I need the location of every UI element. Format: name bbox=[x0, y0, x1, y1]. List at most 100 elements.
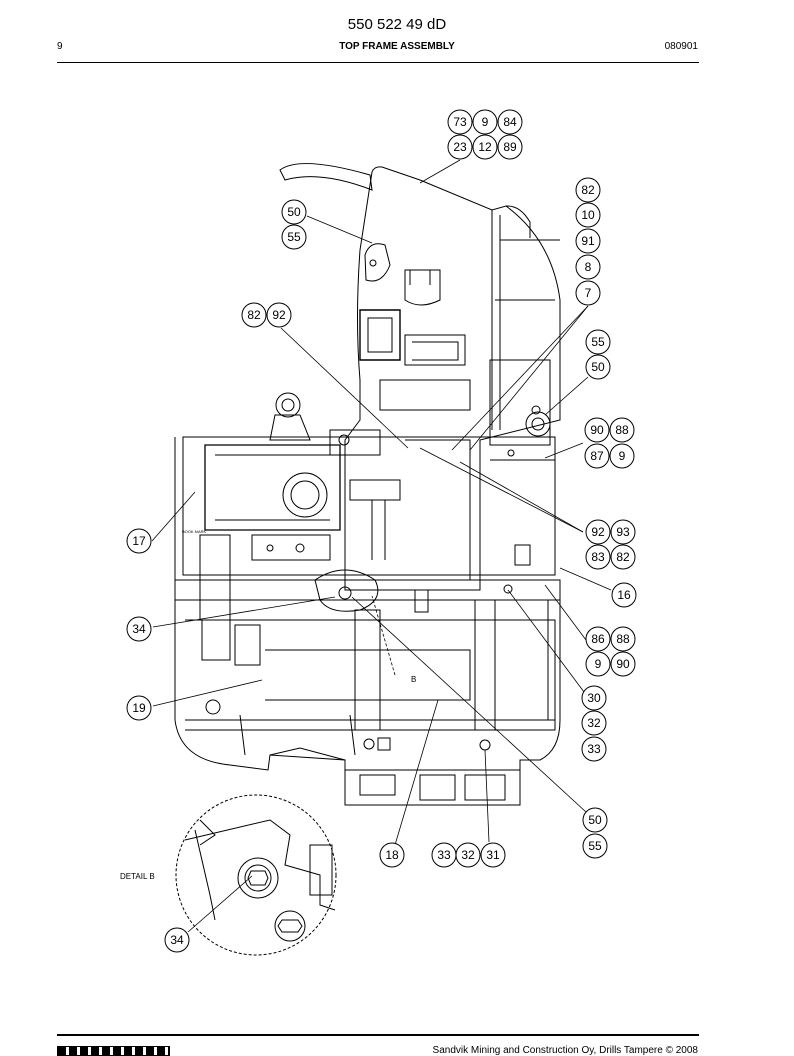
callout: 83 bbox=[585, 544, 611, 570]
callout: 73 bbox=[447, 109, 473, 135]
callout: 33 bbox=[581, 736, 607, 762]
callout: 55 bbox=[281, 224, 307, 250]
svg-text:92: 92 bbox=[272, 308, 286, 322]
lower-frame bbox=[174, 437, 561, 806]
svg-text:10: 10 bbox=[581, 208, 595, 222]
callout: 23 bbox=[447, 134, 473, 160]
svg-text:87: 87 bbox=[590, 449, 604, 463]
callout: 8 bbox=[575, 254, 601, 280]
leader-lines bbox=[151, 159, 612, 933]
svg-text:50: 50 bbox=[588, 813, 602, 827]
callout: 9 bbox=[609, 443, 635, 469]
section-mark: B bbox=[411, 675, 416, 684]
svg-text:55: 55 bbox=[591, 335, 605, 349]
callout: 32 bbox=[581, 710, 607, 736]
footer-rule bbox=[57, 1034, 699, 1036]
page-title: TOP FRAME ASSEMBLY bbox=[339, 41, 455, 52]
company-logo bbox=[57, 1046, 170, 1056]
callout: 19 bbox=[126, 695, 152, 721]
svg-text:9: 9 bbox=[482, 115, 489, 129]
callout: 93 bbox=[610, 519, 636, 545]
callout: 88 bbox=[609, 417, 635, 443]
svg-text:84: 84 bbox=[503, 115, 517, 129]
svg-text:83: 83 bbox=[591, 550, 605, 564]
svg-text:50: 50 bbox=[591, 360, 605, 374]
svg-text:12: 12 bbox=[478, 140, 492, 154]
svg-text:92: 92 bbox=[591, 525, 605, 539]
svg-text:18: 18 bbox=[385, 848, 399, 862]
svg-text:91: 91 bbox=[581, 234, 595, 248]
callout: 89 bbox=[497, 134, 523, 160]
footer-copyright: Sandvik Mining and Construction Oy, Dril… bbox=[432, 1045, 698, 1056]
callout: 50 bbox=[281, 199, 307, 225]
callout: 50 bbox=[582, 807, 608, 833]
callout: 92 bbox=[266, 302, 292, 328]
svg-text:19: 19 bbox=[132, 701, 146, 715]
svg-text:7: 7 bbox=[585, 286, 592, 300]
svg-text:55: 55 bbox=[287, 230, 301, 244]
callout: 9 bbox=[472, 109, 498, 135]
svg-text:33: 33 bbox=[437, 848, 451, 862]
callout-balloons: 73 9 84 23 12 89 82 10 91 8 7 50 55 82 9… bbox=[126, 109, 637, 953]
callout: 32 bbox=[455, 842, 481, 868]
callout: 31 bbox=[480, 842, 506, 868]
detail-b-view bbox=[175, 794, 337, 956]
date-code: 080901 bbox=[664, 41, 698, 52]
callout: 16 bbox=[611, 582, 637, 608]
callout: 33 bbox=[431, 842, 457, 868]
callout: 92 bbox=[585, 519, 611, 545]
svg-text:32: 32 bbox=[587, 716, 601, 730]
svg-text:73: 73 bbox=[453, 115, 467, 129]
callout: 50 bbox=[585, 354, 611, 380]
svg-text:23: 23 bbox=[453, 140, 467, 154]
svg-text:86: 86 bbox=[591, 632, 605, 646]
callout: 84 bbox=[497, 109, 523, 135]
svg-text:32: 32 bbox=[461, 848, 475, 862]
document-number: 550 522 49 dD bbox=[347, 16, 447, 33]
svg-text:93: 93 bbox=[616, 525, 630, 539]
callout: 86 bbox=[585, 626, 611, 652]
callout: 87 bbox=[584, 443, 610, 469]
svg-text:90: 90 bbox=[590, 423, 604, 437]
svg-text:30: 30 bbox=[587, 691, 601, 705]
svg-text:9: 9 bbox=[595, 657, 602, 671]
callout: 55 bbox=[585, 329, 611, 355]
svg-text:33: 33 bbox=[587, 742, 601, 756]
detail-label: DETAIL B bbox=[120, 872, 155, 881]
callout: 12 bbox=[472, 134, 498, 160]
svg-text:16: 16 bbox=[617, 588, 631, 602]
upper-frame bbox=[279, 163, 561, 591]
page-number: 9 bbox=[57, 41, 63, 52]
svg-text:34: 34 bbox=[132, 622, 146, 636]
callout: 9 bbox=[585, 651, 611, 677]
header-rule bbox=[57, 62, 699, 63]
svg-text:17: 17 bbox=[132, 534, 146, 548]
svg-text:88: 88 bbox=[616, 632, 630, 646]
tiny-label: BOOK MARK bbox=[182, 529, 207, 534]
callout: 90 bbox=[584, 417, 610, 443]
svg-text:90: 90 bbox=[616, 657, 630, 671]
callout: 10 bbox=[575, 202, 601, 228]
center-frame bbox=[182, 392, 556, 581]
callout: 82 bbox=[610, 544, 636, 570]
callout: 30 bbox=[581, 685, 607, 711]
svg-text:89: 89 bbox=[503, 140, 517, 154]
svg-text:31: 31 bbox=[486, 848, 500, 862]
callout: 18 bbox=[379, 842, 405, 868]
callout: 90 bbox=[610, 651, 636, 677]
callout: 82 bbox=[575, 177, 601, 203]
callout: 82 bbox=[241, 302, 267, 328]
svg-text:50: 50 bbox=[287, 205, 301, 219]
callout: 17 bbox=[126, 528, 152, 554]
callout: 34 bbox=[164, 927, 190, 953]
svg-text:8: 8 bbox=[585, 260, 592, 274]
callout: 88 bbox=[610, 626, 636, 652]
svg-text:88: 88 bbox=[615, 423, 629, 437]
svg-text:9: 9 bbox=[619, 449, 626, 463]
callout: 7 bbox=[575, 280, 601, 306]
svg-text:82: 82 bbox=[581, 183, 595, 197]
svg-text:82: 82 bbox=[247, 308, 261, 322]
svg-text:82: 82 bbox=[616, 550, 630, 564]
